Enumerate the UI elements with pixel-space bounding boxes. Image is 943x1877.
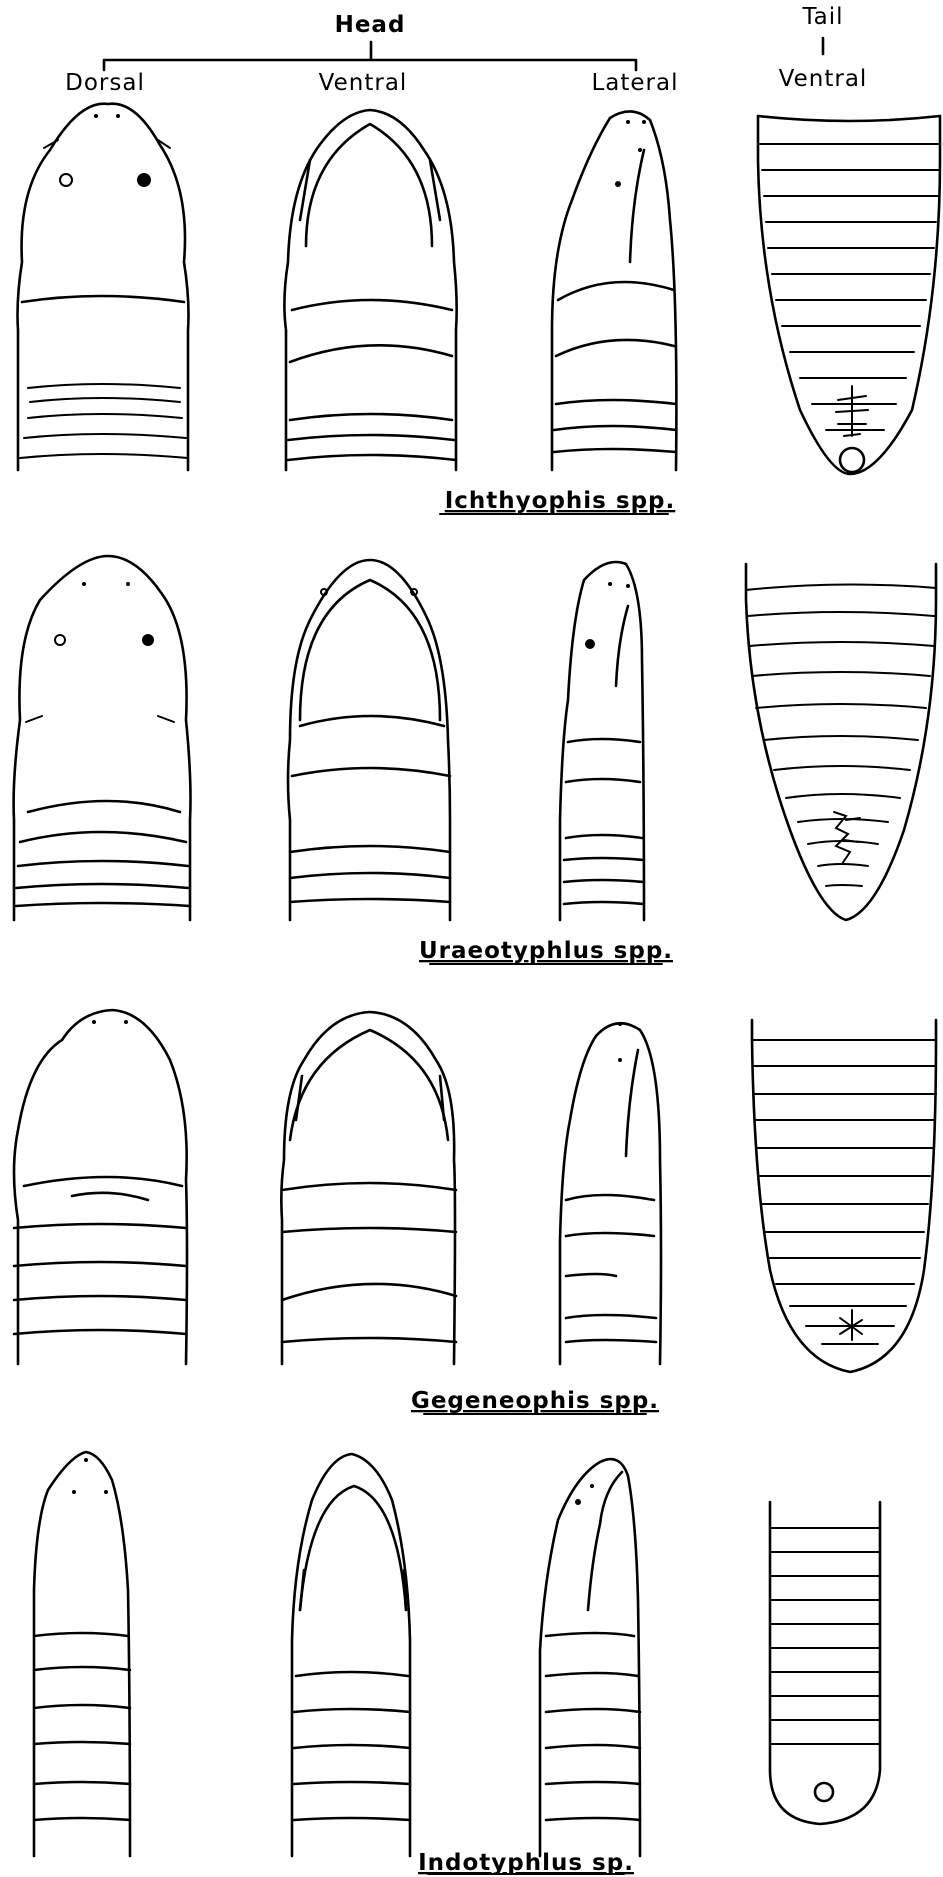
- gegeneophis-dorsal-head: [14, 1010, 187, 1364]
- row-gegeneophis: Gegeneophis spp.: [14, 1010, 936, 1414]
- head-label: Head: [335, 12, 406, 38]
- row-indotyphlus: Indotyphlus sp.: [34, 1452, 880, 1876]
- indotyphlus-lateral-head: [540, 1459, 640, 1856]
- ichthyophis-ventral-tail: [758, 116, 940, 474]
- gegeneophis-ventral-head: [281, 1012, 456, 1364]
- label-dorsal: Dorsal: [65, 70, 145, 96]
- row-uraeotyphlus: Uraeotyphlus spp.: [14, 556, 936, 964]
- label-tail-ventral: Ventral: [779, 66, 868, 92]
- gegeneophis-lateral-head: [560, 1022, 661, 1364]
- caption-uraeotyphlus: Uraeotyphlus spp.: [419, 938, 673, 964]
- ichthyophis-dorsal-head: [18, 104, 189, 470]
- uraeotyphlus-ventral-tail: [746, 564, 936, 920]
- caption-indotyphlus: Indotyphlus sp.: [418, 1850, 634, 1876]
- uraeotyphlus-lateral-head: [560, 562, 644, 920]
- figure-header: Head Dorsal Ventral Lateral Tail Ventral: [65, 4, 867, 96]
- indotyphlus-dorsal-head: [34, 1452, 130, 1856]
- uraeotyphlus-ventral-head: [288, 560, 450, 920]
- caption-gegeneophis: Gegeneophis spp.: [411, 1388, 659, 1414]
- ichthyophis-lateral-head: [552, 111, 676, 470]
- row-ichthyophis: Ichthyophis spp.: [18, 104, 941, 514]
- indotyphlus-ventral-head: [292, 1454, 410, 1856]
- head-bracket: [104, 42, 636, 70]
- caption-ichthyophis: Ichthyophis spp.: [445, 488, 676, 514]
- uraeotyphlus-dorsal-head: [14, 556, 191, 920]
- label-lateral: Lateral: [591, 70, 678, 96]
- tail-label: Tail: [801, 4, 843, 30]
- ichthyophis-ventral-head: [284, 110, 456, 470]
- indotyphlus-ventral-tail: [770, 1502, 880, 1824]
- gegeneophis-ventral-tail: [752, 1020, 936, 1372]
- label-ventral: Ventral: [319, 70, 408, 96]
